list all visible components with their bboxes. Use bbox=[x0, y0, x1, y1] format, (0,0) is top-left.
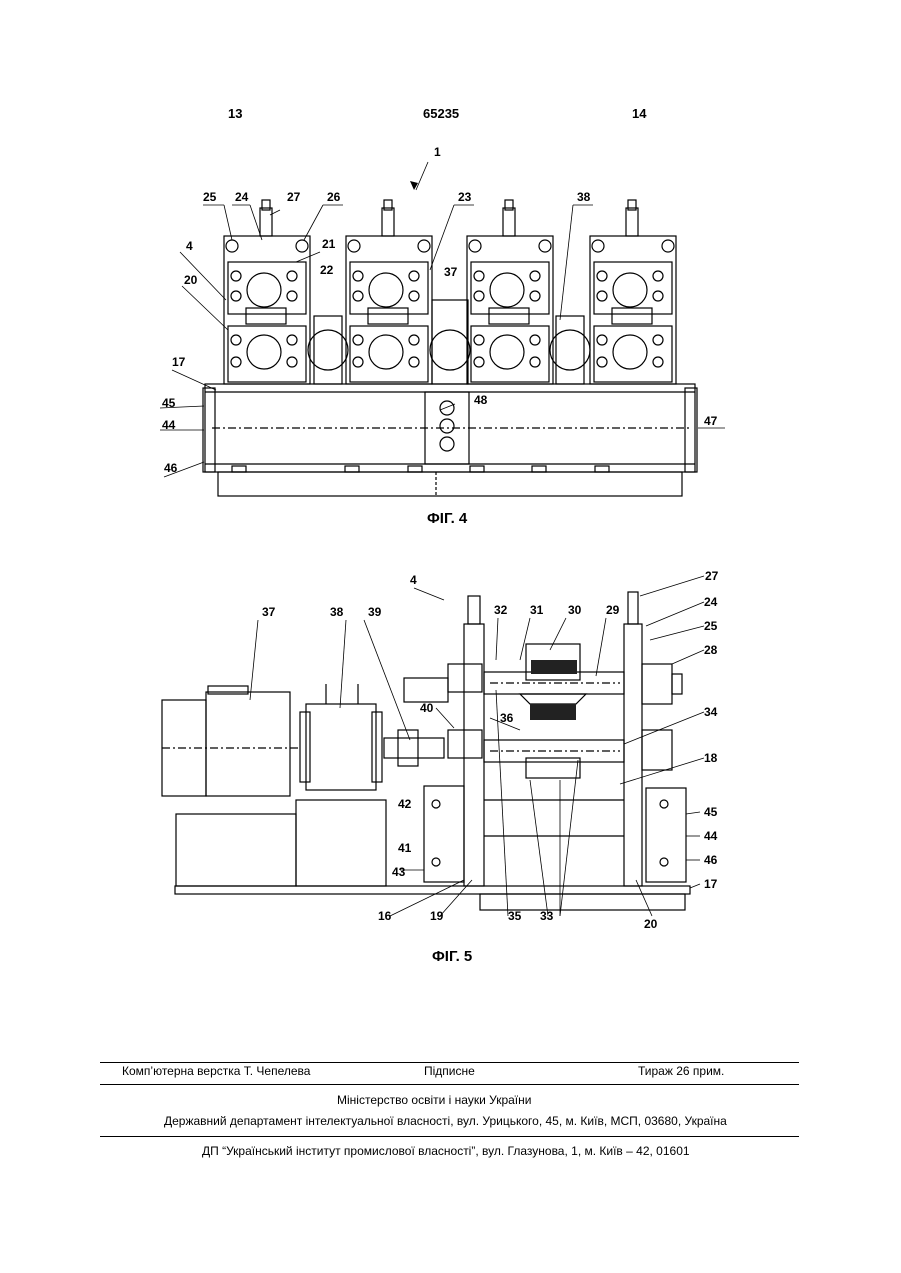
fig5-label: 46 bbox=[704, 853, 718, 867]
footer-rule-middle bbox=[100, 1084, 799, 1085]
fig5-label: 35 bbox=[508, 909, 522, 923]
figure-5-labels: 4 27 37 38 39 32 31 30 29 24 25 28 40 36… bbox=[262, 569, 719, 931]
fig4-label: 37 bbox=[444, 265, 458, 279]
figure-5-caption: ФІГ. 5 bbox=[432, 948, 472, 965]
fig5-label: 27 bbox=[705, 569, 719, 583]
fig5-label: 20 bbox=[644, 917, 658, 931]
fig5-label: 19 bbox=[430, 909, 444, 923]
fig5-label: 16 bbox=[378, 909, 392, 923]
fig5-label: 4 bbox=[410, 573, 417, 587]
fig5-label: 45 bbox=[704, 805, 718, 819]
fig5-label: 31 bbox=[530, 603, 544, 617]
fig4-label: 48 bbox=[474, 393, 488, 407]
fig4-label: 46 bbox=[164, 461, 178, 475]
fig5-label: 30 bbox=[568, 603, 582, 617]
fig5-label: 44 bbox=[704, 829, 718, 843]
fig4-label: 24 bbox=[235, 190, 249, 204]
fig5-label: 34 bbox=[704, 705, 718, 719]
fig5-label: 36 bbox=[500, 711, 514, 725]
fig5-label: 43 bbox=[392, 865, 406, 879]
fig4-label: 26 bbox=[327, 190, 341, 204]
fig4-label: 20 bbox=[184, 273, 198, 287]
footer-institute: ДП “Український інститут промислової вла… bbox=[202, 1144, 690, 1158]
fig5-label: 42 bbox=[398, 797, 412, 811]
footer-signed: Підписне bbox=[424, 1064, 475, 1078]
fig5-label: 33 bbox=[540, 909, 554, 923]
fig5-label: 28 bbox=[704, 643, 718, 657]
fig4-label: 4 bbox=[186, 239, 193, 253]
fig4-label: 27 bbox=[287, 190, 301, 204]
fig4-label: 21 bbox=[322, 237, 336, 251]
fig4-label: 44 bbox=[162, 418, 176, 432]
footer-department: Державний департамент інтелектуальної вл… bbox=[164, 1114, 727, 1128]
fig4-label: 22 bbox=[320, 263, 334, 277]
fig4-label: 25 bbox=[203, 190, 217, 204]
fig5-label: 17 bbox=[704, 877, 718, 891]
fig5-label: 39 bbox=[368, 605, 382, 619]
fig4-label: 17 bbox=[172, 355, 186, 369]
fig4-label: 45 bbox=[162, 396, 176, 410]
fig5-label: 32 bbox=[494, 603, 508, 617]
footer-layout: Комп’ютерна верстка Т. Чепелева bbox=[122, 1064, 310, 1078]
fig5-label: 18 bbox=[704, 751, 718, 765]
fig5-label: 41 bbox=[398, 841, 412, 855]
fig5-label: 24 bbox=[704, 595, 718, 609]
fig4-label: 23 bbox=[458, 190, 472, 204]
fig5-label: 38 bbox=[330, 605, 344, 619]
footer-circulation: Тираж 26 прим. bbox=[638, 1064, 724, 1078]
fig4-label: 38 bbox=[577, 190, 591, 204]
fig5-label: 40 bbox=[420, 701, 434, 715]
fig5-label: 25 bbox=[704, 619, 718, 633]
footer-rule-top bbox=[100, 1062, 799, 1063]
footer-rule-bottom bbox=[100, 1136, 799, 1137]
footer-ministry: Міністерство освіти і науки України bbox=[337, 1093, 531, 1107]
fig5-label: 29 bbox=[606, 603, 620, 617]
figure-4-caption: ФІГ. 4 bbox=[427, 510, 467, 527]
fig4-label: 1 bbox=[434, 145, 441, 159]
fig4-label: 47 bbox=[704, 414, 718, 428]
fig5-label: 37 bbox=[262, 605, 276, 619]
